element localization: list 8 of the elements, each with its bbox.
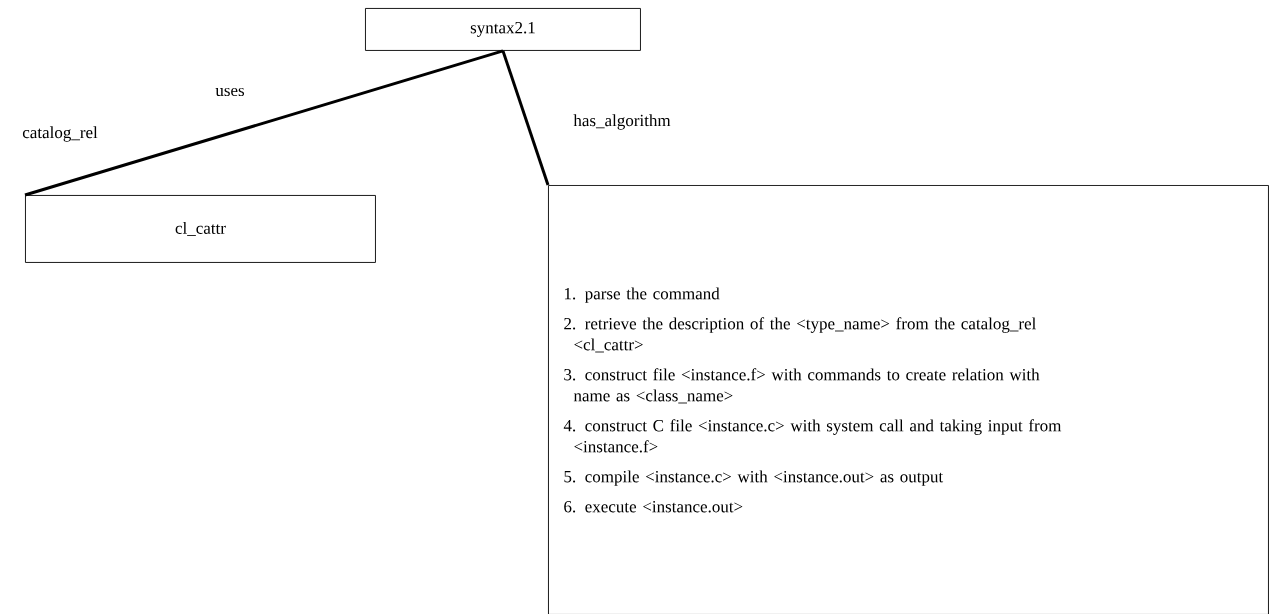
entity-box: cl_cattr: [25, 195, 376, 263]
connector-line: [501, 50, 550, 186]
title-box: syntax2.1: [365, 8, 641, 51]
connector-line: [24, 49, 504, 197]
edge-label: has_algorithm: [572, 113, 672, 131]
algorithm-box: 1. parse the command 2. retrieve the description of the <type_name> from the catalog_rel <cl_cattr> 3. construct file <instance.f> with commands to create relation with name as <class_name> 4. construct C file <instance.c> with system call and taking input from <instance.f> 5. compile <instance.c> with <instance.out> as output 6. execute <instance.out>: [548, 185, 1269, 614]
role-label: catalog_rel: [22, 126, 98, 142]
edge-label: uses: [214, 86, 246, 98]
